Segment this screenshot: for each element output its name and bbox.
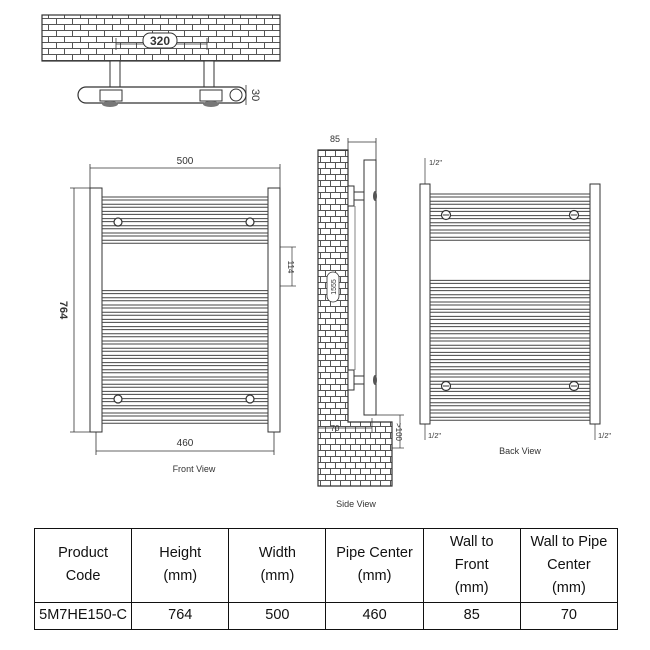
header-product-code: Product Code [33,528,133,603]
front-bracket-icon [245,217,255,227]
front-view-caption: Front View [173,464,216,474]
front-pipe-centre-label: 460 [177,438,194,449]
side-floor-clearance-label: >100 [394,423,403,442]
front-height-label: 764 [57,301,69,320]
back-rails [430,193,590,421]
side-view-caption: Side View [336,499,376,509]
top-depth-label: 30 [249,89,261,101]
front-bracket-icon [113,394,123,404]
front-width-label: 500 [177,156,194,167]
top-view: 320 30 [41,14,281,107]
header-wall-to-pipe-center: Wall to Pipe Center (mm) [519,528,619,603]
front-bracket-icon [113,217,123,227]
back-thread-bottom-left-label: 1/2" [428,431,441,440]
table-row: 5M7HE150-C 764 500 460 85 70 [33,601,619,631]
front-left-stile [89,187,103,433]
cell-pipe-center: 460 [325,601,424,631]
cell-wall-to-front: 85 [422,601,521,631]
header-height: Height (mm) [131,528,230,603]
top-width-label: 320 [150,34,170,48]
back-right-stile [589,183,601,425]
front-bracket-icon [245,394,255,404]
back-bracket-icon [440,209,452,221]
header-width: Width (mm) [228,528,327,603]
side-view: 85 1555 70 >100 Side View [317,134,404,509]
cell-height: 764 [131,601,230,631]
front-right-stile [267,187,281,433]
back-thread-bottom-right-label: 1/2" [598,431,611,440]
side-height-label: 1555 [331,279,338,295]
back-left-stile [419,183,431,425]
table-header-row: Product Code Height (mm) Width (mm) Pipe… [33,528,619,603]
cell-width: 500 [228,601,327,631]
back-bracket-icon [440,380,452,392]
back-view: 1/2" 1/2" 1/2" Back View [419,158,611,456]
front-view: 500 764 460 114 Front View [57,156,296,474]
front-rail-gap-label: 114 [286,261,295,274]
header-pipe-center: Pipe Center (mm) [325,528,424,603]
back-bracket-icon [568,380,580,392]
cell-product-code: 5M7HE150-C [33,601,133,631]
front-rails [102,196,268,424]
side-wall-to-front-label: 85 [330,134,340,144]
header-wall-to-front: Wall to Front (mm) [422,528,521,603]
cell-wall-to-pipe-center: 70 [519,601,619,631]
back-thread-top-label: 1/2" [429,158,442,167]
back-view-caption: Back View [499,446,541,456]
back-bracket-icon [568,209,580,221]
side-radiator-profile [363,159,377,416]
side-wall-to-pipe-label: 70 [331,424,340,433]
specification-table: Product Code Height (mm) Width (mm) Pipe… [33,528,619,631]
